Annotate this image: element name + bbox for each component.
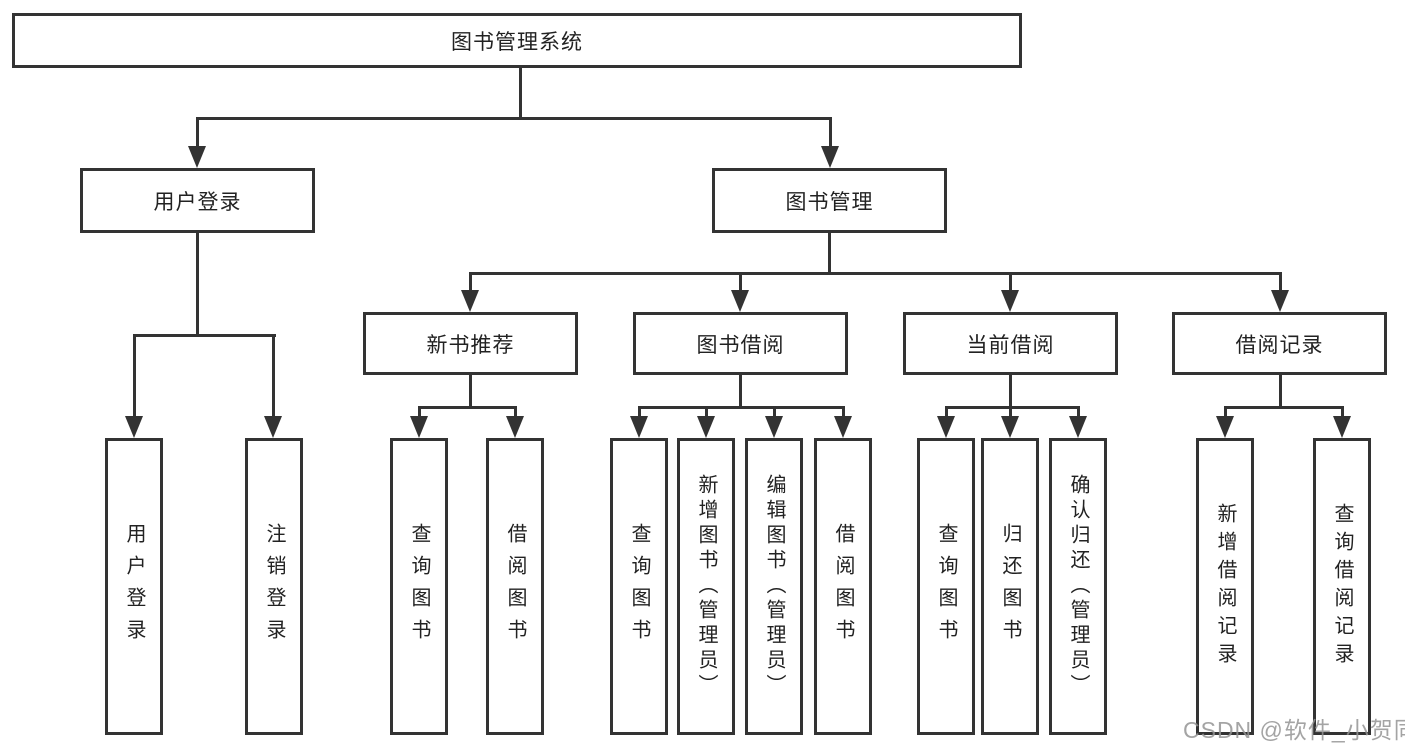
node-user-login: 用户登录 xyxy=(80,168,315,233)
connector-book-management-drop xyxy=(828,233,831,275)
connector-root-splitter xyxy=(196,117,832,120)
node-borrowing-records-label: 借阅记录 xyxy=(1235,333,1324,357)
node-book-borrowing-label: 图书借阅 xyxy=(696,333,785,357)
arrow-down-icon xyxy=(765,416,783,438)
arrow-down-icon xyxy=(630,416,648,438)
connector-to-leaf xyxy=(945,406,948,420)
connector-user-login-splitter xyxy=(133,334,276,337)
connector-new-book-recommend-splitter xyxy=(418,406,517,409)
leaf-edit-book-admin: 编辑图书（管理员） xyxy=(745,438,803,735)
arrow-down-icon xyxy=(937,416,955,438)
node-book-borrowing: 图书借阅 xyxy=(633,312,848,375)
connector-borrowing-records-splitter xyxy=(1224,406,1344,409)
node-root: 图书管理系统 xyxy=(12,13,1022,68)
leaf-user-login-label: 用户登录 xyxy=(123,522,145,651)
node-book-management: 图书管理 xyxy=(712,168,947,233)
leaf-borrow-books-borrowing-label: 借阅图书 xyxy=(832,522,854,651)
leaf-edit-book-admin-label: 编辑图书（管理员） xyxy=(763,474,785,699)
arrow-down-icon xyxy=(697,416,715,438)
connector-to-new-book-recommend xyxy=(469,272,472,292)
node-new-book-recommend-label: 新书推荐 xyxy=(426,333,515,357)
connector-to-leaf xyxy=(773,406,776,420)
node-new-book-recommend: 新书推荐 xyxy=(363,312,578,375)
leaf-add-book-admin: 新增图书（管理员） xyxy=(677,438,735,735)
arrow-down-icon xyxy=(731,290,749,312)
connector-to-borrowing-records xyxy=(1279,272,1282,292)
leaf-user-login: 用户登录 xyxy=(105,438,163,735)
connector-new-book-recommend-drop xyxy=(469,375,472,409)
leaf-add-borrow-record: 新增借阅记录 xyxy=(1196,438,1254,735)
leaf-return-books-label: 归还图书 xyxy=(999,522,1021,651)
leaf-logout: 注销登录 xyxy=(245,438,303,735)
leaf-return-books: 归还图书 xyxy=(981,438,1039,735)
connector-to-leaf xyxy=(514,406,517,420)
leaf-confirm-return-admin: 确认归还（管理员） xyxy=(1049,438,1107,735)
connector-to-leaf xyxy=(418,406,421,420)
arrow-down-icon xyxy=(821,146,839,168)
leaf-add-borrow-record-label: 新增借阅记录 xyxy=(1214,502,1236,671)
connector-to-leaf xyxy=(1009,406,1012,420)
leaf-query-books-borrowing-label: 查询图书 xyxy=(628,522,650,651)
connector-current-borrowing-splitter xyxy=(945,406,1080,409)
connector-to-current-borrowing xyxy=(1009,272,1012,292)
leaf-query-books-borrowing: 查询图书 xyxy=(610,438,668,735)
node-root-label: 图书管理系统 xyxy=(451,30,583,54)
arrow-down-icon xyxy=(1333,416,1351,438)
leaf-add-book-admin-label: 新增图书（管理员） xyxy=(695,474,717,699)
connector-book-management-splitter xyxy=(469,272,1282,275)
connector-to-leaf xyxy=(1224,406,1227,420)
connector-book-borrowing-splitter xyxy=(638,406,845,409)
leaf-query-books-recommend-label: 查询图书 xyxy=(408,522,430,651)
arrow-down-icon xyxy=(125,416,143,438)
arrow-down-icon xyxy=(1001,416,1019,438)
node-book-management-label: 图书管理 xyxy=(785,190,874,214)
leaf-logout-label: 注销登录 xyxy=(263,522,285,651)
connector-to-book-management xyxy=(829,117,832,149)
connector-root-drop xyxy=(519,66,522,119)
arrow-down-icon xyxy=(1069,416,1087,438)
arrow-down-icon xyxy=(834,416,852,438)
connector-to-book-borrowing xyxy=(739,272,742,292)
arrow-down-icon xyxy=(1216,416,1234,438)
arrow-down-icon xyxy=(506,416,524,438)
leaf-confirm-return-admin-label: 确认归还（管理员） xyxy=(1067,474,1089,699)
leaf-query-books-current: 查询图书 xyxy=(917,438,975,735)
connector-to-leaf xyxy=(1077,406,1080,420)
connector-borrowing-records-drop xyxy=(1279,375,1282,409)
leaf-query-books-current-label: 查询图书 xyxy=(935,522,957,651)
connector-to-leaf-logout xyxy=(272,334,275,418)
connector-book-borrowing-drop xyxy=(739,375,742,409)
arrow-down-icon xyxy=(1001,290,1019,312)
arrow-down-icon xyxy=(188,146,206,168)
connector-to-leaf xyxy=(842,406,845,420)
watermark: CSDN @软件_小贺同学 xyxy=(1183,717,1405,743)
connector-to-user-login xyxy=(196,117,199,149)
leaf-query-borrow-record-label: 查询借阅记录 xyxy=(1331,502,1353,671)
node-user-login-label: 用户登录 xyxy=(153,190,242,214)
arrow-down-icon xyxy=(461,290,479,312)
leaf-query-borrow-record: 查询借阅记录 xyxy=(1313,438,1371,735)
connector-to-leaf-user-login xyxy=(133,334,136,418)
node-current-borrowing: 当前借阅 xyxy=(903,312,1118,375)
connector-to-leaf xyxy=(638,406,641,420)
connector-to-leaf xyxy=(705,406,708,420)
arrow-down-icon xyxy=(410,416,428,438)
arrow-down-icon xyxy=(1271,290,1289,312)
leaf-borrow-books-recommend-label: 借阅图书 xyxy=(504,522,526,651)
node-borrowing-records: 借阅记录 xyxy=(1172,312,1387,375)
leaf-query-books-recommend: 查询图书 xyxy=(390,438,448,735)
arrow-down-icon xyxy=(264,416,282,438)
leaf-borrow-books-borrowing: 借阅图书 xyxy=(814,438,872,735)
connector-user-login-drop xyxy=(196,233,199,337)
node-current-borrowing-label: 当前借阅 xyxy=(966,333,1055,357)
leaf-borrow-books-recommend: 借阅图书 xyxy=(486,438,544,735)
connector-to-leaf xyxy=(1341,406,1344,420)
connector-current-borrowing-drop xyxy=(1009,375,1012,409)
